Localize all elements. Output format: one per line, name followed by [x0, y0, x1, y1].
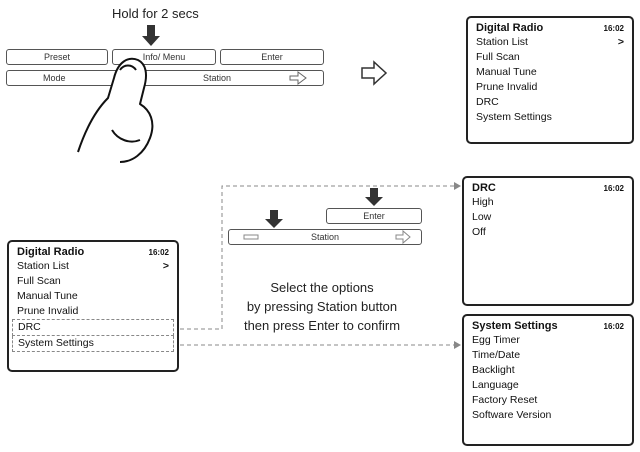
menu-item-prune-invalid[interactable]: Prune Invalid	[476, 81, 538, 93]
chevron-right-icon: >	[162, 260, 169, 272]
screen-title: System Settings	[472, 320, 558, 332]
dashed-connector-drc	[180, 185, 454, 330]
drc-item-high[interactable]: High	[472, 196, 494, 208]
down-arrow-icon	[365, 188, 383, 206]
menu-item-prune-invalid[interactable]: Prune Invalid	[17, 305, 79, 317]
screen-time: 16:02	[603, 24, 624, 33]
instruction-line-2: by pressing Station button	[246, 299, 398, 314]
menu-item-drc[interactable]: DRC	[12, 319, 174, 336]
screen-title: Digital Radio	[476, 22, 544, 34]
menu-item-manual-tune[interactable]: Manual Tune	[476, 66, 537, 78]
left-arrow-icon	[243, 234, 259, 240]
menu-screen-left: Digital Radio 16:02 Station List> Full S…	[7, 240, 179, 372]
enter-button[interactable]: Enter	[220, 49, 324, 65]
small-enter-button[interactable]: Enter	[326, 208, 422, 224]
mode-station-bar[interactable]: Mode Station	[6, 70, 324, 86]
hold-instruction: Hold for 2 secs	[112, 6, 199, 21]
system-settings-screen: System Settings 16:02 Egg Timer Time/Dat…	[462, 314, 634, 446]
mode-label: Mode	[43, 73, 66, 83]
instruction-line-3: then press Enter to confirm	[243, 318, 401, 333]
arrowhead-icon	[454, 182, 461, 190]
hand-icon	[77, 57, 154, 163]
system-item-software-version[interactable]: Software Version	[472, 409, 552, 421]
right-arrow-icon	[361, 60, 388, 86]
system-item-language[interactable]: Language	[472, 379, 519, 391]
station-arrow-icon	[289, 71, 307, 85]
screen-title: DRC	[472, 182, 496, 194]
instruction-text: Select the options by pressing Station b…	[222, 278, 422, 335]
down-arrow-icon	[265, 210, 283, 228]
system-item-factory-reset[interactable]: Factory Reset	[472, 394, 538, 406]
menu-item-station-list[interactable]: Station List>	[476, 36, 624, 48]
screen-time: 16:02	[148, 248, 169, 257]
drc-screen: DRC 16:02 High Low Off	[462, 176, 634, 306]
menu-item-station-list[interactable]: Station List>	[17, 260, 169, 272]
menu-item-system-settings[interactable]: System Settings	[12, 336, 174, 352]
down-arrow-icon	[142, 25, 160, 46]
menu-item-manual-tune[interactable]: Manual Tune	[17, 290, 78, 302]
system-item-egg-timer[interactable]: Egg Timer	[472, 334, 520, 346]
chevron-right-icon: >	[617, 36, 624, 48]
system-item-time-date[interactable]: Time/Date	[472, 349, 521, 361]
preset-button[interactable]: Preset	[6, 49, 108, 65]
station-label: Station	[203, 73, 232, 83]
screen-time: 16:02	[603, 184, 624, 193]
menu-screen-top: Digital Radio 16:02 Station List> Full S…	[466, 16, 634, 144]
instruction-line-1: Select the options	[270, 280, 374, 295]
small-station-bar[interactable]: Station	[228, 229, 422, 245]
menu-item-drc[interactable]: DRC	[476, 96, 499, 108]
drc-item-low[interactable]: Low	[472, 211, 492, 223]
station-arrow-icon	[395, 229, 411, 245]
menu-item-system-settings[interactable]: System Settings	[476, 111, 552, 123]
screen-title: Digital Radio	[17, 246, 85, 258]
small-station-label: Station	[310, 232, 340, 242]
menu-item-full-scan[interactable]: Full Scan	[17, 275, 61, 287]
screen-time: 16:02	[603, 322, 624, 331]
drc-item-off[interactable]: Off	[472, 226, 486, 238]
arrowhead-icon	[454, 341, 461, 349]
menu-item-full-scan[interactable]: Full Scan	[476, 51, 520, 63]
system-item-backlight[interactable]: Backlight	[472, 364, 515, 376]
